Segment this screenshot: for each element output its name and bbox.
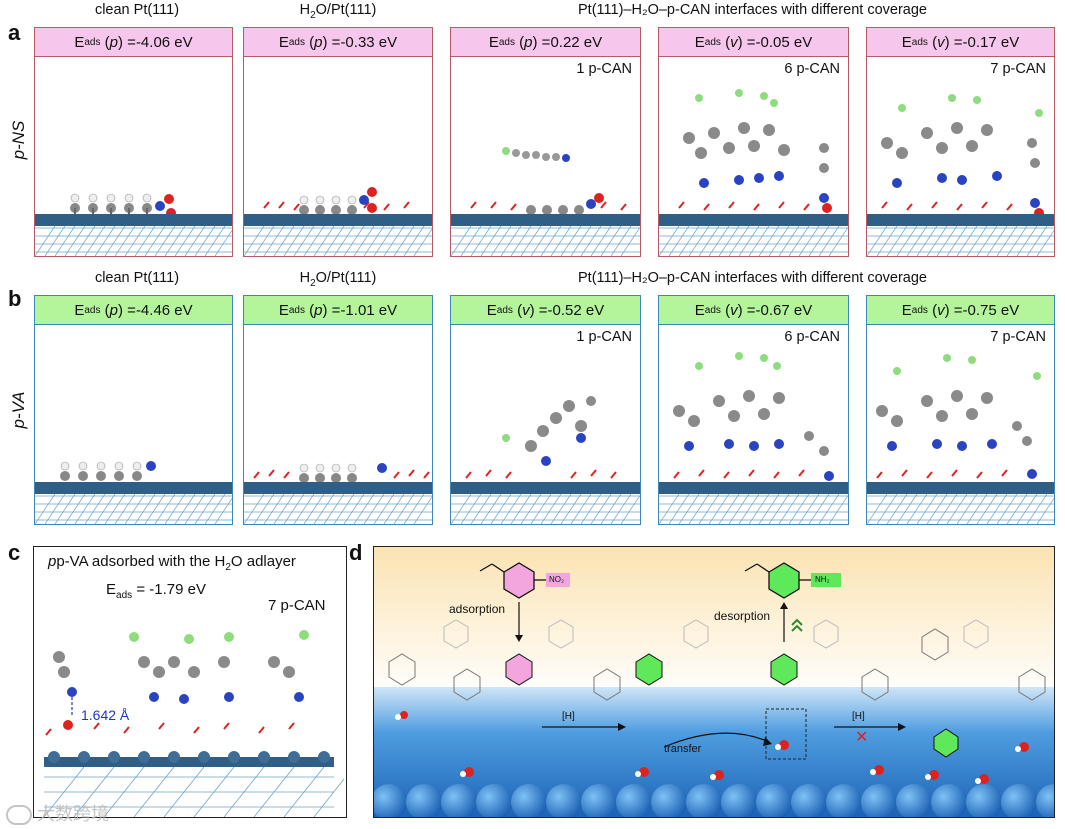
pt-slab (244, 214, 433, 256)
svg-text:✕: ✕ (855, 729, 868, 746)
pt-slab (35, 482, 233, 524)
pt-slab (244, 482, 433, 524)
hydrogenation-label-1: [H] (562, 711, 575, 722)
coverage-label: 7 p-CAN (268, 597, 326, 614)
hydrogenation-label-2: [H] (852, 711, 865, 722)
title-clean-pt-a: clean Pt(111) (34, 2, 240, 18)
panel-c: pp-VA adsorbed with the H2O adlayer Eads… (33, 546, 347, 818)
mechanism-scheme: ✕ (374, 547, 1054, 817)
pt-slab (451, 214, 641, 256)
pt-slab (867, 482, 1055, 524)
watermark-icon (6, 805, 32, 825)
row-label-p-ns: p-NS (9, 115, 29, 165)
pt-slab (867, 214, 1055, 256)
title-interfaces-a: Pt(111)–H₂O–p-CAN interfaces with differ… (450, 2, 1055, 18)
pt-slab (451, 482, 641, 524)
transfer-label: transfer (664, 743, 701, 755)
amine-group-label: NH₂ (815, 575, 830, 584)
pt-slab (35, 214, 233, 256)
title-water-pt-b: H2O/Pt(111) (243, 270, 433, 289)
panel-c-title: pp-VA adsorbed with the H2O adlayer (48, 553, 296, 573)
panel-label-a: a (8, 20, 20, 46)
pt-slab (659, 482, 849, 524)
title-clean-pt-b: clean Pt(111) (34, 270, 240, 286)
title-water-pt-a: H2O/Pt(111) (243, 2, 433, 21)
desorption-label: desorption (714, 609, 770, 623)
panel-label-d: d (349, 540, 362, 566)
adsorption-label: adsorption (449, 602, 505, 616)
panel-label-b: b (8, 286, 21, 312)
watermark: 大数跨境 (6, 800, 109, 826)
panel-label-c: c (8, 540, 20, 566)
row-label-p-va: p-VA (9, 385, 29, 435)
molecule-structure (34, 617, 346, 817)
nitro-group-label: NO₂ (549, 575, 564, 584)
panel-c-eads: Eads = -1.79 eV (106, 581, 206, 601)
panel-d: ✕ adsorption desorption transfer [H] [H]… (373, 546, 1055, 818)
watermark-text: 大数跨境 (37, 804, 109, 824)
title-interfaces-b: Pt(111)–H₂O–p-CAN interfaces with differ… (450, 270, 1055, 286)
pt-slab (659, 214, 849, 256)
